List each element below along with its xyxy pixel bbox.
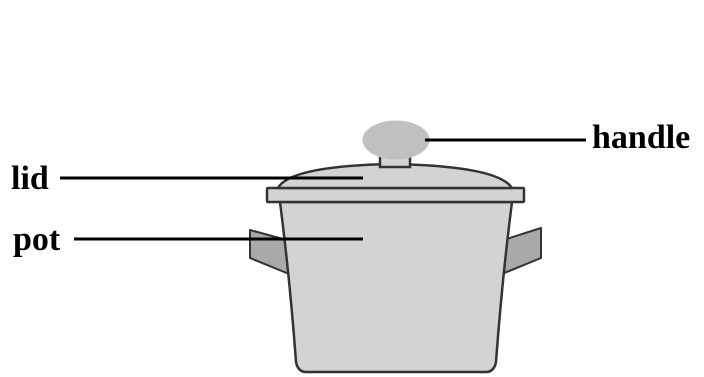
lid-label: lid (11, 160, 49, 197)
lid-rim (267, 188, 524, 202)
handle-label: handle (592, 119, 690, 156)
handle-knob (363, 121, 429, 159)
pot-body (280, 202, 512, 372)
pot-label: pot (13, 221, 61, 258)
